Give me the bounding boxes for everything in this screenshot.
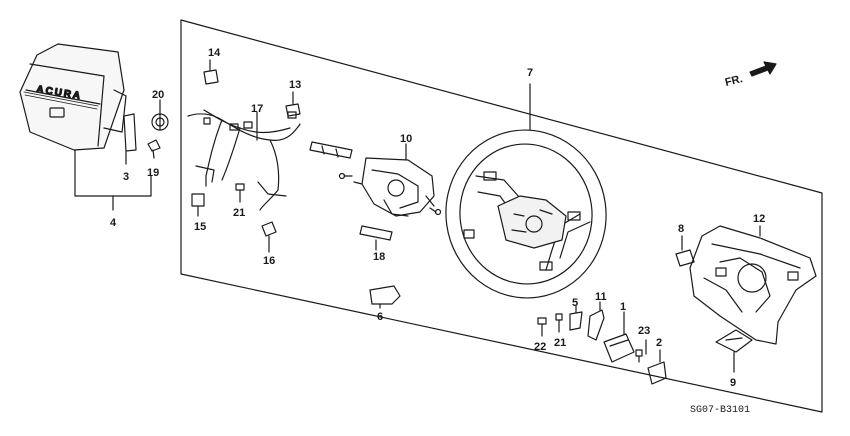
part-1-drawing <box>603 333 635 363</box>
part-21-screw-a-drawing <box>235 183 245 203</box>
callout-5: 5 <box>572 297 578 309</box>
callout-6: 6 <box>377 311 383 323</box>
front-direction-label: FR. <box>724 73 744 89</box>
callout-3: 3 <box>123 171 129 183</box>
part-14-drawing <box>203 69 219 85</box>
callout-22: 22 <box>534 341 546 353</box>
part-18-drawing <box>359 225 393 241</box>
callout-8: 8 <box>678 223 684 235</box>
front-direction-arrow <box>749 61 777 77</box>
part-11-drawing <box>587 309 605 341</box>
part-2-drawing <box>647 361 667 385</box>
part-19-screw-drawing <box>147 139 161 159</box>
callout-7: 7 <box>527 67 533 79</box>
callout-21-lower: 21 <box>554 337 566 349</box>
callout-17: 17 <box>251 103 263 115</box>
callout-13: 13 <box>289 79 301 91</box>
callout-1: 1 <box>620 301 626 313</box>
part-6-drawing <box>369 285 401 305</box>
callout-14: 14 <box>208 47 221 59</box>
part-15-drawing <box>191 193 205 217</box>
steering-wheel-drawing <box>445 129 607 299</box>
callout-21-upper: 21 <box>233 207 245 219</box>
part-21-screw-b-drawing <box>555 313 563 333</box>
callout-12: 12 <box>753 213 765 225</box>
part-3-drawing <box>123 113 137 152</box>
part-23-screw-drawing <box>635 349 643 363</box>
callout-23: 23 <box>638 325 650 337</box>
part-10-assembly-drawing <box>338 157 442 217</box>
part-16-drawing <box>261 221 277 237</box>
diagram-code: SG07-B3101 <box>690 405 750 416</box>
part-22-screw-drawing <box>537 317 547 337</box>
callout-11: 11 <box>595 291 607 303</box>
part-9-drawing <box>715 329 753 353</box>
callout-2: 2 <box>656 337 662 349</box>
callout-19: 19 <box>147 167 159 179</box>
part-12-cover-drawing <box>689 225 817 345</box>
callout-9: 9 <box>730 377 736 389</box>
part-17-harness-drawing <box>187 109 301 211</box>
callout-10: 10 <box>400 133 412 145</box>
callout-20: 20 <box>152 89 164 101</box>
assembly-frame <box>180 19 823 413</box>
airbag-module-drawing: ACURA <box>19 43 127 151</box>
part-5-drawing <box>569 311 583 331</box>
callout-16: 16 <box>263 255 275 267</box>
callout-15: 15 <box>194 221 206 233</box>
callout-18: 18 <box>373 251 385 263</box>
part-8-drawing <box>675 249 695 267</box>
part-13-drawing <box>285 103 301 117</box>
callout-4: 4 <box>110 217 117 229</box>
